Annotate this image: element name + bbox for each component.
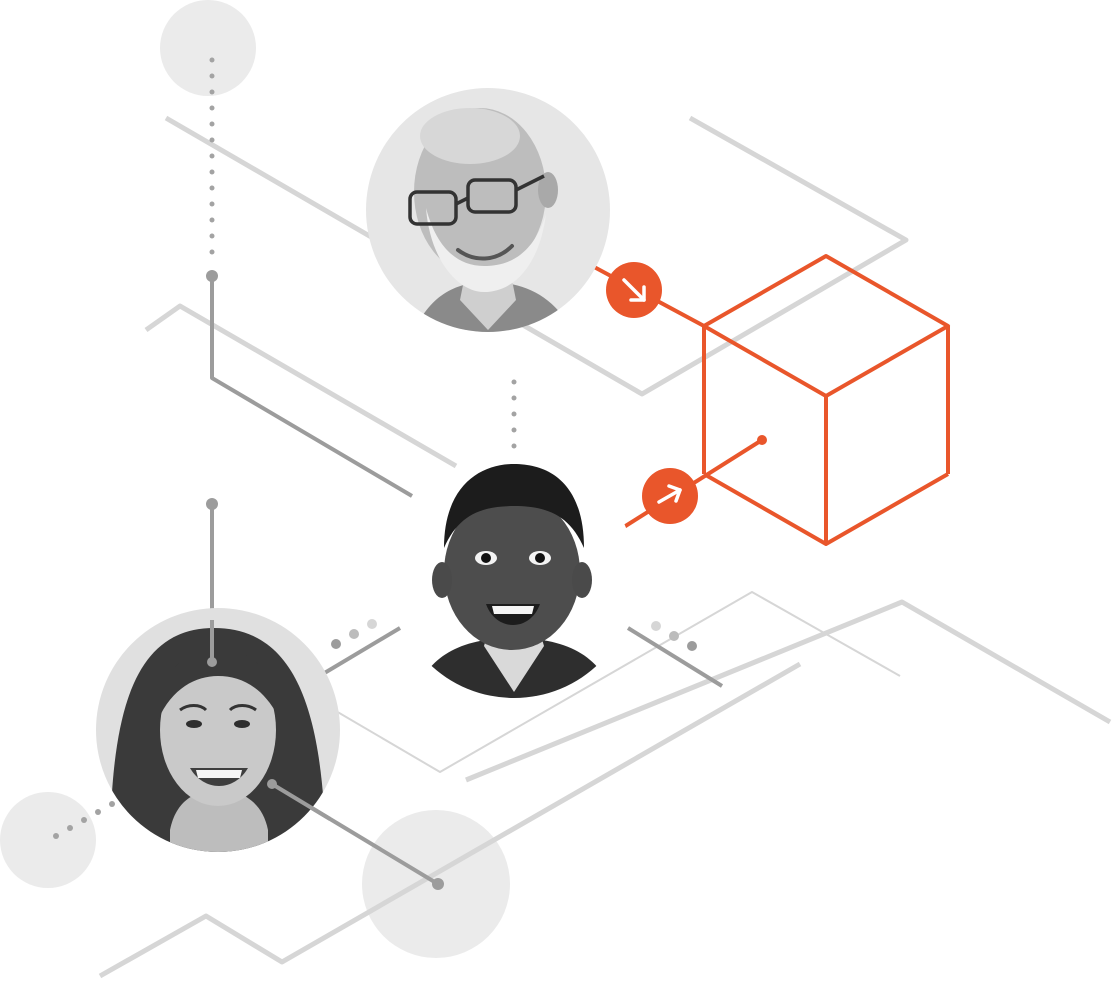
connector-left-vertical — [210, 276, 414, 498]
dotted-trails — [53, 57, 697, 839]
connector-child-right — [626, 626, 724, 688]
network-lines-thin — [299, 591, 901, 773]
arrow-endpoint-child-end — [757, 435, 767, 445]
dot-trio-left-of-child — [331, 619, 377, 649]
connector-woman-to-bottom-overlay — [270, 782, 332, 821]
node-left-vertical-top — [206, 270, 218, 282]
portrait-smiling-child — [392, 454, 636, 698]
arrow-up-right-icon — [642, 468, 698, 524]
dot-trio-right-of-child — [651, 621, 697, 651]
network-line-thin-diamond — [299, 591, 901, 773]
network-line-bottom — [98, 661, 802, 979]
network-line-middle — [144, 303, 458, 469]
connector-lines — [210, 276, 724, 886]
dotted-trail-top-left — [209, 57, 215, 255]
portrait-older-man-with-glasses — [366, 88, 610, 332]
node-woman-right-overlay — [267, 779, 277, 789]
disc-bottom-left — [0, 792, 96, 888]
portrait-smiling-young-woman — [96, 608, 340, 852]
node-bottom-center — [432, 878, 444, 890]
node-to-woman-top — [206, 498, 218, 510]
disc-top-left — [160, 0, 256, 96]
dotted-trail-above-child — [511, 379, 517, 449]
arrow-down-right-icon — [606, 262, 662, 318]
network-line-lower-right — [465, 599, 1112, 783]
cube-outline-icon — [702, 254, 950, 546]
